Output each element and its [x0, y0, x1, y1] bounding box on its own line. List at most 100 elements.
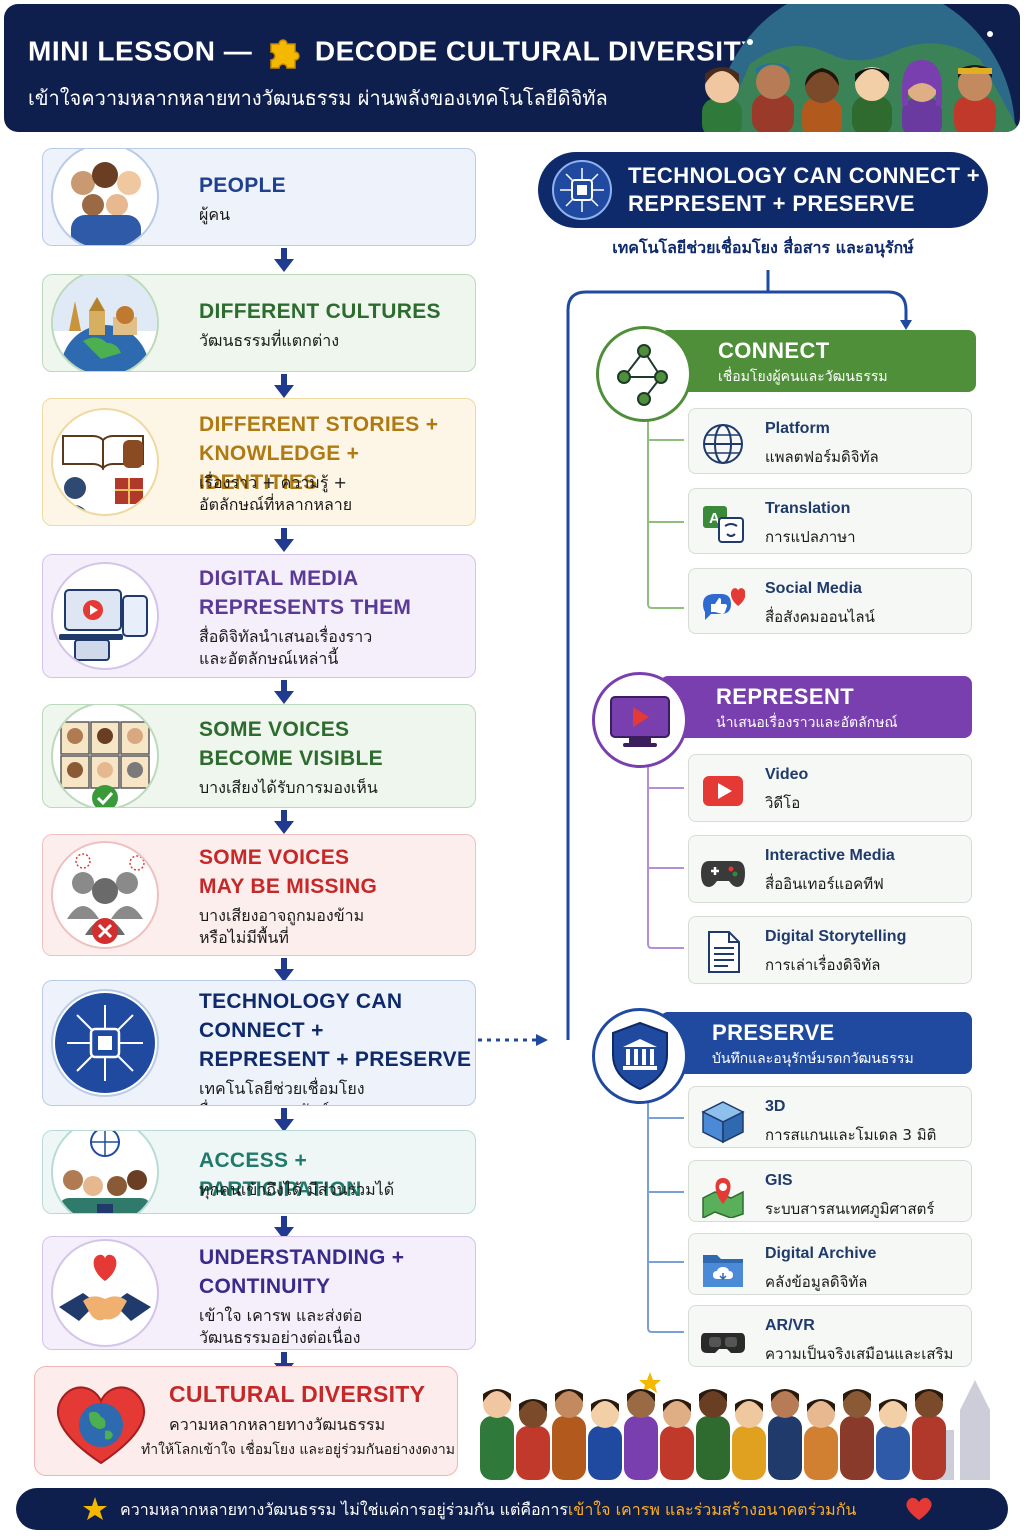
understanding-continuity-thai-line2: วัฒนธรรมอย่างต่อเนื่อง — [199, 1328, 361, 1347]
archive-folder-icon — [701, 1247, 743, 1287]
landmarks-globe-icon — [51, 275, 159, 371]
connect-item-thai: สื่อสังคมออนไลน์ — [765, 608, 875, 626]
handshake-heart-icon — [51, 1239, 159, 1347]
stories-knowledge-identities-thai-line2: อัตลักษณ์ที่หลากหลาย — [199, 495, 353, 514]
final-tagline: ทำให้โลกเข้าใจ เชื่อมโยง และอยู่ร่วมกันอ… — [141, 1442, 455, 1458]
connect-item-platform: Platform แพลตฟอร์มดิจิทัล — [688, 408, 972, 474]
page-title: MINI LESSON — DECODE CULTURAL DIVERSITY — [28, 34, 760, 72]
voices-missing-title-line1: SOME VOICES — [199, 846, 350, 869]
stories-knowledge-identities-thai-line1: เรื่องราว + ความรู้ + — [199, 473, 347, 492]
flow-arrow-icon — [274, 958, 294, 982]
gamepad-icon — [701, 849, 745, 889]
represent-item-video: Video วิดีโอ — [688, 754, 972, 822]
page-subtitle: เข้าใจความหลากหลายทางวัฒนธรรม ผ่านพลังขอ… — [28, 86, 608, 110]
preserve-item-3d: 3D การสแกนและโมเดล 3 มิติ — [688, 1086, 972, 1148]
footer-text: ความหลากหลายทางวัฒนธรรม ไม่ใช่แค่การอยู่… — [120, 1498, 856, 1523]
visible-faces-check-icon — [51, 705, 159, 807]
social-media-icon — [701, 582, 746, 622]
represent-header: REPRESENT นำเสนอเรื่องราวและอัตลักษณ์ — [660, 676, 972, 738]
flow-arrow-icon — [274, 1108, 294, 1132]
understanding-continuity-title-line1: UNDERSTANDING + — [199, 1246, 405, 1269]
represent-title: REPRESENT — [716, 684, 855, 709]
cultural-diversity-card: CULTURAL DIVERSITY ความหลากหลายทางวัฒนธร… — [34, 1366, 458, 1476]
voices-missing-title-line2: MAY BE MISSING — [199, 875, 378, 898]
tech-subtitle: เทคโนโลยีช่วยเชื่อมโยง สื่อสาร และอนุรัก… — [612, 238, 914, 257]
flow-card-different-cultures: DIFFERENT CULTURES วัฒนธรรมที่แตกต่าง — [42, 274, 476, 372]
globe-icon — [701, 422, 743, 464]
preserve-item-title: Digital Archive — [765, 1245, 877, 1262]
stories-knowledge-identities-title-line1: DIFFERENT STORIES + — [199, 413, 439, 436]
preserve-item-gis: GIS ระบบสารสนเทศภูมิศาสตร์ — [688, 1160, 972, 1222]
tech-chip-icon — [51, 989, 159, 1097]
represent-item-thai: การเล่าเรื่องดิจิทัล — [765, 956, 881, 974]
footer-highlight: เข้าใจ เคารพ และร่วมสร้างอนาคตร่วมกัน — [567, 1500, 857, 1519]
flow-arrow-icon — [274, 680, 294, 704]
voices-missing-thai-line1: บางเสียงอาจถูกมองข้าม — [199, 906, 365, 925]
connect-item-title: Translation — [765, 500, 851, 517]
flow-arrow-icon — [274, 248, 294, 272]
missing-voices-x-icon — [51, 841, 159, 949]
preserve-header: PRESERVE บันทึกและอนุรักษ์มรดกวัฒนธรรม — [660, 1012, 972, 1074]
tech-pill: TECHNOLOGY CAN CONNECT + REPRESENT + PRE… — [538, 152, 988, 228]
chip-icon — [552, 160, 612, 220]
access-participation-title-line1: ACCESS + PARTICIPATION — [199, 1149, 362, 1201]
access-participation-thai-line1: ทุกคนเข้าถึงได้ มีส่วนร่วมได้ — [199, 1180, 395, 1199]
diverse-people-illustration — [702, 4, 1020, 132]
understanding-continuity-title-line2: CONTINUITY — [199, 1275, 331, 1298]
understanding-continuity-thai-line1: เข้าใจ เคารพ และส่งต่อ — [199, 1306, 363, 1325]
technology-thai-line2: สื่อสาร และอนุรักษ์ — [199, 1100, 329, 1105]
final-title: CULTURAL DIVERSITY — [169, 1381, 426, 1407]
footer-text-main: ความหลากหลายทางวัฒนธรรม ไม่ใช่แค่การอยู่… — [120, 1500, 568, 1519]
star-icon — [83, 1497, 107, 1520]
final-thai: ความหลากหลายทางวัฒนธรรม — [169, 1415, 386, 1434]
monitor-play-icon — [592, 672, 688, 768]
preserve-item-title: GIS — [765, 1172, 793, 1189]
represent-subtitle: นำเสนอเรื่องราวและอัตลักษณ์ — [716, 715, 898, 731]
preserve-item-title: 3D — [765, 1098, 786, 1115]
digital-media-thai-line2: และอัตลักษณ์เหล่านี้ — [199, 649, 339, 668]
title-left: MINI LESSON — — [28, 35, 253, 67]
connect-title: CONNECT — [718, 338, 830, 363]
represent-item-title: Interactive Media — [765, 847, 895, 864]
connect-item-thai: แพลตฟอร์มดิจิทัล — [765, 448, 879, 466]
cube-icon — [701, 1100, 745, 1144]
translate-icon: A — [701, 502, 744, 543]
different-cultures-title-line1: DIFFERENT CULTURES — [199, 300, 441, 323]
document-icon — [701, 930, 743, 973]
people-thai-line1: ผู้คน — [199, 205, 231, 224]
heart-icon — [906, 1497, 932, 1520]
tech-title-line1: TECHNOLOGY CAN CONNECT + — [628, 163, 981, 188]
preserve-item-thai: การสแกนและโมเดล 3 มิติ — [765, 1126, 937, 1144]
svg-text:A: A — [709, 510, 720, 527]
digital-media-title-line1: DIGITAL MEDIA — [199, 567, 359, 590]
represent-item-thai: วิดีโอ — [765, 794, 801, 812]
network-icon — [596, 326, 692, 422]
preserve-item-digital-archive: Digital Archive คลังข้อมูลดิจิทัล — [688, 1233, 972, 1295]
flow-arrow-icon — [274, 810, 294, 834]
connect-item-thai: การแปลภาษา — [765, 528, 856, 546]
represent-item-digital-storytelling: Digital Storytelling การเล่าเรื่องดิจิทั… — [688, 916, 972, 984]
people-group-icon — [51, 149, 159, 245]
digital-media-thai-line1: สื่อดิจิทัลนำเสนอเรื่องราว — [199, 627, 373, 646]
technology-thai-line1: เทคโนโลยีช่วยเชื่อมโยง — [199, 1079, 365, 1098]
book-mask-speech-icon — [51, 408, 159, 516]
technology-title-line3: REPRESENT + PRESERVE — [199, 1048, 472, 1071]
community-crowd-illustration — [480, 1372, 990, 1480]
connect-item-translation: A Translation การแปลภาษา — [688, 488, 972, 554]
vr-headset-icon — [701, 1319, 745, 1359]
flow-arrow-icon — [274, 374, 294, 398]
connect-item-title: Platform — [765, 420, 830, 437]
flow-arrow-icon — [274, 1216, 294, 1240]
represent-item-interactive-media: Interactive Media สื่ออินเทอร์แอคทีฟ — [688, 835, 972, 903]
technology-title-line1: TECHNOLOGY CAN — [199, 990, 403, 1013]
preserve-item-thai: ระบบสารสนเทศภูมิศาสตร์ — [765, 1200, 935, 1218]
flow-arrow-icon — [274, 528, 294, 552]
different-cultures-thai-line1: วัฒนธรรมที่แตกต่าง — [199, 331, 339, 350]
connect-item-title: Social Media — [765, 580, 862, 597]
preserve-item-ar-vr: AR/VR ความเป็นจริงเสมือนและเสริม — [688, 1305, 972, 1367]
